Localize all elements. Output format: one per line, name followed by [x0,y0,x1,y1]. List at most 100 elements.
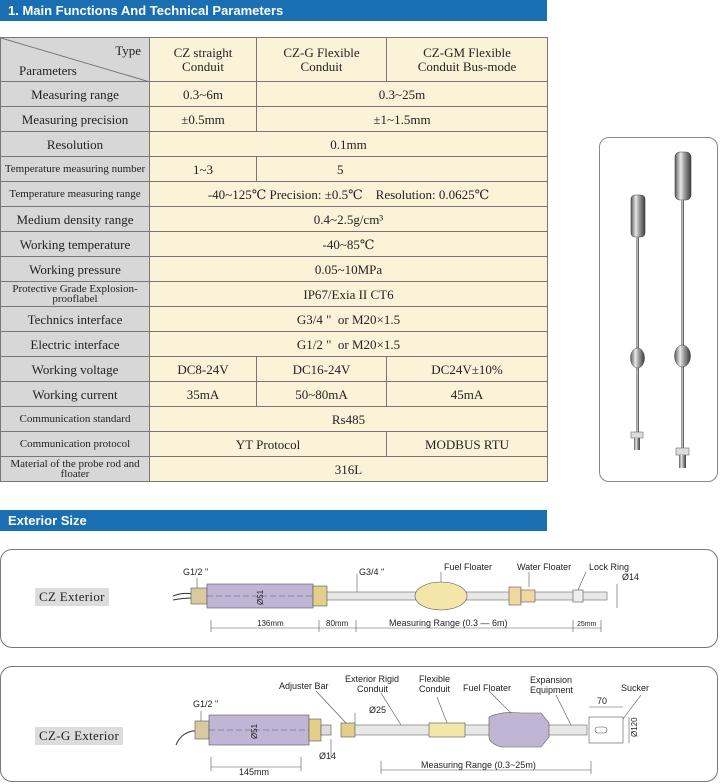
czg-d25-label: Ø25 [369,705,386,715]
cell-value: DC8-24V [149,356,257,382]
cell-value: 1~3 [149,156,257,182]
czg-d51-label: Ø51 [250,723,259,739]
spec-table: Type Parameters CZ straight Conduit CZ-G… [0,37,548,482]
product-photo-illustration [630,151,692,468]
table-row: Measuring range 0.3~6m 0.3~25m [0,81,548,107]
row-label: Working current [0,381,150,407]
row-label: Temperature measuring number [0,156,150,182]
table-row: Temperature measuring number 1~3 5 [0,156,548,182]
product-photo-panel [599,137,718,482]
column-header-line: Conduit [182,58,224,74]
cell-value: 45mA [386,381,548,407]
czg-exterior-label: CZ-G Exterior [35,727,124,745]
cell-value: MODBUS RTU [386,431,548,457]
cell-value: 50~80mA [256,381,387,407]
table-row: Communication standard Rs485 [0,406,548,432]
table-row: Electric interface G1/2 " or M20×1.5 [0,331,548,357]
table-row: Resolution 0.1mm [0,131,548,157]
czg-exterior-rigid-label-2: Conduit [357,684,389,694]
cz-exterior-panel: CZ Exterior G1/2 " G3/4 " Ø51 Fuel Float… [0,549,718,648]
column-header-line: CZ-G Flexible [283,44,360,60]
cz-g34-label: G3/4 " [359,567,384,577]
row-label: Electric interface [0,331,150,357]
cz-measuring-range: Measuring Range (0.3 — 6m) [389,618,508,628]
cell-value: 316L [149,456,548,482]
table-row: Temperature measuring range -40~125℃ Pre… [0,181,548,207]
column-header-line: CZ straight [173,44,233,60]
section-header-exterior-size: Exterior Size [0,510,547,531]
table-row: Medium density range 0.4~2.5g/cm³ [0,206,548,232]
cz-d14-label: Ø14 [622,572,639,582]
cell-value: IP67/Exia II CT6 [149,281,548,307]
column-header-cz: CZ straight Conduit [149,37,257,82]
cell-value: 0.3~25m [256,81,548,107]
table-row: Working temperature -40~85℃ [0,231,548,257]
cell-value: G3/4 " or M20×1.5 [149,306,548,332]
cz-dim-136: 136mm [257,619,284,628]
czg-sucker-label: Sucker [621,683,649,693]
table-row: Protective Grade Explosion-prooflabel IP… [0,281,548,307]
czg-d14-label: Ø14 [319,751,336,761]
czg-exterior-rigid-label-1: Exterior Rigid [345,674,399,684]
section-title: Exterior Size [8,513,87,528]
table-row: Technics interface G3/4 " or M20×1.5 [0,306,548,332]
table-corner-cell: Type Parameters [0,37,150,82]
row-label: Resolution [0,131,150,157]
table-row: Working voltage DC8-24V DC16-24V DC24V±1… [0,356,548,382]
czg-g12-label: G1/2 " [193,699,218,709]
row-label: Working pressure [0,256,150,282]
czg-dim-70: 70 [597,696,607,706]
cz-exterior-drawing: G1/2 " G3/4 " Ø51 Fuel Floater Water Flo… [172,562,639,632]
czg-expansion-label-2: Equipment [530,685,574,695]
cell-value: -40~85℃ [149,231,548,257]
row-label: Material of the probe rod and floater [0,456,150,482]
cz-lock-ring-label: Lock Ring [589,562,629,572]
column-header-line: Conduit [300,58,343,74]
cell-value: 0.1mm [149,131,548,157]
cz-dim-80: 80mm [326,619,349,628]
cell-value: YT Protocol [149,431,387,457]
cell-value: 35mA [149,381,257,407]
column-header-czgm: CZ-GM Flexible Conduit Bus-mode [386,37,548,82]
cell-value: 0.05~10MPa [149,256,548,282]
cz-d51-label: Ø51 [256,589,265,605]
row-label: Working temperature [0,231,150,257]
cell-value: G1/2 " or M20×1.5 [149,331,548,357]
table-row: Material of the probe rod and floater 31… [0,456,548,482]
czg-fuel-floater-label: Fuel Floater [463,683,511,693]
cz-exterior-label: CZ Exterior [35,588,109,606]
cell-value: DC24V±10% [386,356,548,382]
row-label: Medium density range [0,206,150,232]
czg-dim-145: 145mm [239,767,269,777]
row-label: Working voltage [0,356,150,382]
row-label: Measuring range [0,81,150,107]
column-header-line: CZ-GM Flexible [423,44,511,60]
section-title: 1. Main Functions And Technical Paramete… [8,3,284,18]
table-row: Working current 35mA 50~80mA 45mA [0,381,548,407]
row-label: Protective Grade Explosion-prooflabel [0,281,150,307]
czg-exterior-drawing: G1/2 " Adjuster Bar Exterior Rigid Condu… [175,674,649,777]
row-label: Communication protocol [0,431,150,457]
cz-fuel-floater-label: Fuel Floater [444,562,492,572]
table-row: Measuring precision ±0.5mm ±1~1.5mm [0,106,548,132]
czg-exterior-panel: CZ-G Exterior G1/2 " Ad [0,666,718,782]
cz-water-floater-label: Water Floater [517,562,571,572]
corner-diagonal [1,38,150,82]
corner-type-label: Type [115,43,141,58]
column-header-line: Conduit Bus-mode [417,58,517,74]
czg-adjuster-bar-label: Adjuster Bar [279,681,329,691]
cz-g12-label: G1/2 " [183,567,208,577]
czg-expansion-label-1: Expansion [530,675,572,685]
cell-value: ±0.5mm [149,106,257,132]
corner-parameters-label: Parameters [19,63,77,79]
section-header-main-functions: 1. Main Functions And Technical Paramete… [0,0,547,21]
czg-d120-label: Ø120 [630,717,639,737]
row-label: Technics interface [0,306,150,332]
cz-dim-25: 25mm [577,621,597,628]
cell-value: Rs485 [149,406,548,432]
row-label: Temperature measuring range [0,181,150,207]
table-row: Communication protocol YT Protocol MODBU… [0,431,548,457]
table-header-row: Type Parameters CZ straight Conduit CZ-G… [0,37,548,82]
czg-measuring-range: Measuring Range (0.3~25m) [421,760,536,770]
czg-flexible-label-1: Flexible [419,674,450,684]
